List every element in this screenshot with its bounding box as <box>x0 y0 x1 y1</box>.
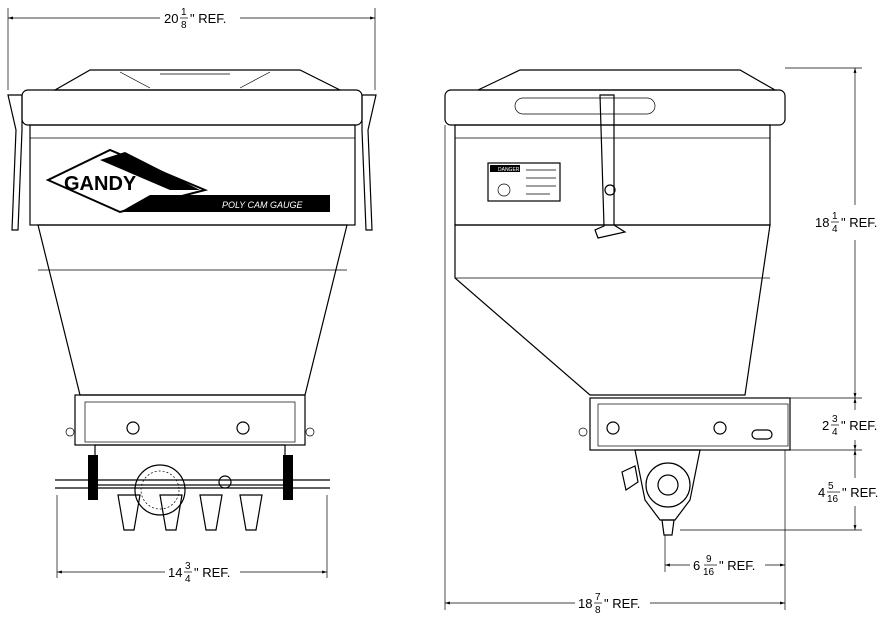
svg-text:" REF.: " REF. <box>194 565 230 580</box>
gandy-logo: GANDY POLY CAM GAUGE <box>45 148 330 214</box>
bolt-icon <box>606 421 620 435</box>
front-view-hopper: GANDY POLY CAM GAUGE <box>7 69 377 531</box>
svg-text:6: 6 <box>693 558 700 573</box>
front-hopper-cone <box>37 224 348 396</box>
dimension-outlet-height: 4 5 16 " REF. <box>680 450 878 531</box>
side-body <box>454 124 771 226</box>
svg-text:" REF.: " REF. <box>841 215 877 230</box>
svg-text:1: 1 <box>181 7 187 18</box>
front-bracket <box>74 394 306 446</box>
dimension-overall-height: 18 1 4 " REF. <box>785 67 877 399</box>
front-right-latch <box>361 94 377 231</box>
svg-text:20: 20 <box>164 11 178 26</box>
dimension-base-width: 14 3 4 " REF. <box>56 495 328 585</box>
logo-text: GANDY <box>64 173 137 195</box>
side-hopper-cone <box>454 224 771 396</box>
svg-text:16: 16 <box>703 567 715 578</box>
front-lid-top <box>52 69 341 91</box>
svg-text:DANGER: DANGER <box>498 167 520 173</box>
svg-text:5: 5 <box>828 481 834 492</box>
danger-warning-label: DANGER <box>487 162 561 202</box>
svg-text:3: 3 <box>832 414 838 425</box>
cam-gauge-dial-icon <box>134 464 186 516</box>
svg-text:" REF.: " REF. <box>842 485 878 500</box>
svg-text:3: 3 <box>185 561 191 572</box>
svg-text:14: 14 <box>168 565 182 580</box>
dimension-outlet-offset: 6 9 16 " REF. <box>664 450 786 578</box>
side-bracket <box>589 397 791 451</box>
svg-text:4: 4 <box>832 224 838 235</box>
dimension-overall-width: 20 1 8 " REF. <box>7 7 376 90</box>
svg-text:7: 7 <box>595 592 601 603</box>
svg-text:4: 4 <box>818 485 825 500</box>
side-latch <box>594 94 627 239</box>
side-lid-top <box>477 69 778 91</box>
svg-text:" REF.: " REF. <box>841 418 877 433</box>
svg-text:2: 2 <box>822 418 829 433</box>
svg-text:" REF.: " REF. <box>604 596 640 611</box>
front-outlets <box>117 494 263 531</box>
dimension-overall-depth: 18 7 8 " REF. <box>444 125 786 616</box>
metering-wheel-icon <box>645 462 691 508</box>
svg-text:8: 8 <box>181 20 187 31</box>
svg-text:18: 18 <box>815 215 829 230</box>
svg-text:4: 4 <box>832 427 838 438</box>
front-left-latch <box>7 94 23 231</box>
front-metering-housing <box>94 444 286 486</box>
svg-text:16: 16 <box>827 494 839 505</box>
svg-text:1: 1 <box>832 211 838 222</box>
svg-text:9: 9 <box>706 554 712 565</box>
svg-text:18: 18 <box>578 596 592 611</box>
dimension-bracket-height: 2 3 4 " REF. <box>700 398 877 451</box>
side-lid-rim <box>444 89 786 126</box>
side-view-hopper: DANGER <box>444 69 791 536</box>
bolt-icon <box>236 421 250 435</box>
svg-text:" REF.: " REF. <box>190 11 226 26</box>
front-lid-rim <box>21 89 363 126</box>
svg-text:4: 4 <box>185 574 191 585</box>
bolt-icon <box>713 421 727 435</box>
poly-cam-gauge-label: POLY CAM GAUGE <box>222 200 304 210</box>
svg-text:" REF.: " REF. <box>719 558 755 573</box>
svg-text:8: 8 <box>595 605 601 616</box>
bolt-icon <box>126 421 140 435</box>
